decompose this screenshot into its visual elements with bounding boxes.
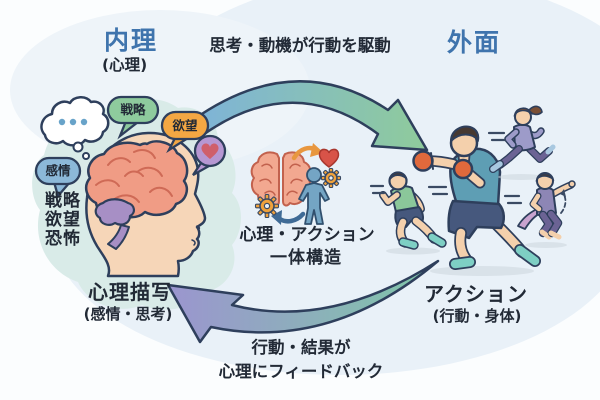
martial-artist-figure [517, 172, 576, 248]
heart-icon [318, 148, 340, 168]
gear-icon [320, 167, 342, 189]
center-caption-line2: 一体構造 [270, 248, 342, 268]
brain-icon [84, 140, 189, 250]
motion-arrow-icon [560, 192, 567, 214]
cerebellum [94, 198, 135, 226]
thought-list: 戦略 欲望 恐怖 [45, 192, 81, 249]
desire-bubble [160, 110, 210, 154]
heart-bubble-icon [192, 134, 227, 177]
heart-glyph [201, 143, 219, 159]
psychology-caption-sub: (感情・思考) [83, 305, 173, 323]
head-profile [84, 131, 207, 278]
gear-icon [254, 193, 280, 219]
bottom-cycle-arrow [166, 259, 440, 344]
inner-subtitle: (心理) [102, 56, 148, 74]
action-caption-sub: (行動・身体) [432, 307, 522, 325]
strategy-bubble-label: 戦略 [120, 102, 146, 118]
action-caption: アクション [424, 282, 528, 306]
cycle-arrow-blue-head [271, 210, 282, 225]
mind-action-unit [250, 143, 342, 225]
inner-title: 内理 [104, 26, 159, 55]
thought-dots [58, 118, 88, 126]
thought-list-item: 欲望 [45, 210, 81, 230]
boxing-glove-icon [452, 158, 474, 180]
person-icon [298, 167, 330, 225]
boxer-figure [412, 125, 541, 276]
brainstem [107, 224, 130, 250]
speed-lines [369, 131, 523, 205]
bottom-arrow-label-line1: 行動・結果が [251, 338, 351, 357]
thought-list-item: 恐怖 [45, 229, 81, 249]
outer-title: 外面 [447, 28, 502, 57]
ponytail [527, 105, 543, 116]
strategy-bubble [106, 95, 160, 140]
bottom-arrow-label-line2: 心理にフィードバック [218, 362, 384, 381]
top-cycle-arrow [191, 80, 429, 152]
desire-bubble-label: 欲望 [172, 118, 198, 134]
emotion-bubble [34, 156, 82, 199]
boxing-glove-icon [412, 150, 434, 172]
cycle-arrow-blue-icon [277, 211, 306, 224]
top-arrow-label: 思考・動機が行動を駆動 [209, 36, 391, 55]
emotion-bubble-label: 感情 [45, 163, 71, 179]
runner-male-figure [379, 171, 447, 255]
thought-cloud-icon [40, 96, 110, 160]
runner-female-figure [489, 105, 556, 180]
psychology-caption: 心理描写 [88, 280, 172, 304]
thought-list-item: 戦略 [45, 191, 81, 211]
center-caption-line1: 心理・アクション [239, 225, 375, 245]
